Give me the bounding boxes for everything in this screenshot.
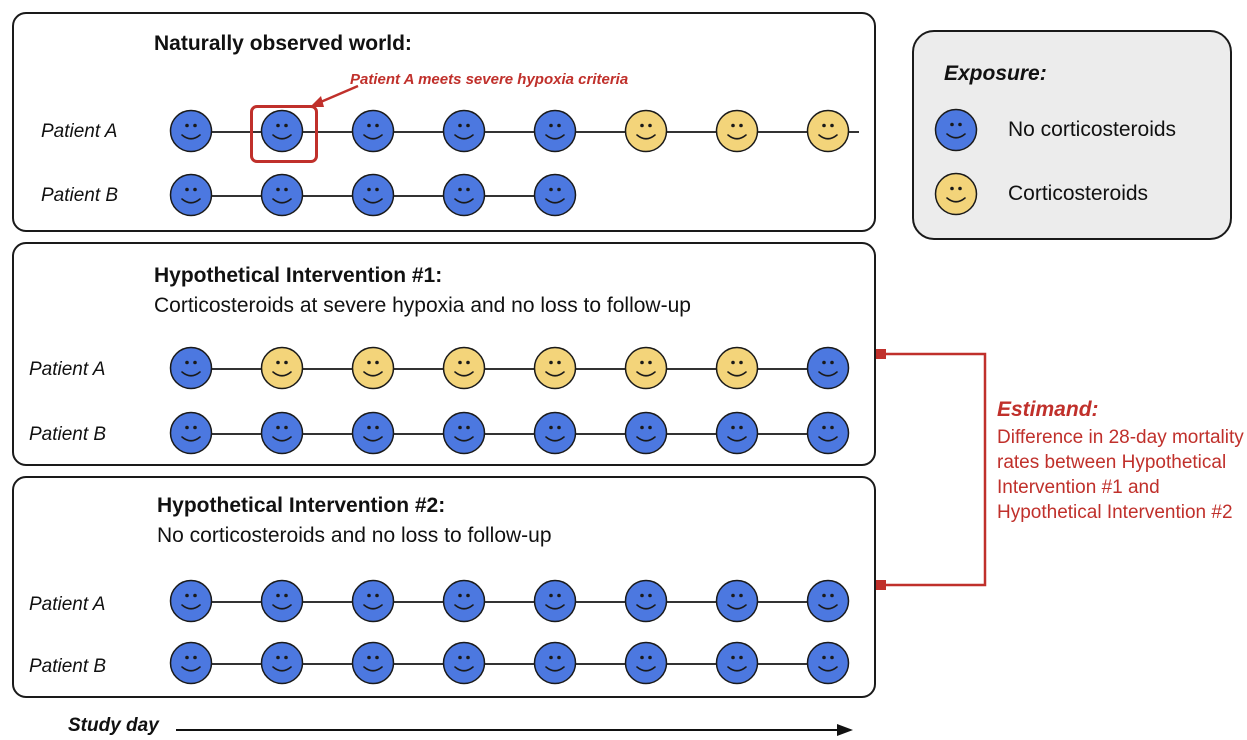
smiley-face-icon bbox=[260, 173, 304, 217]
highlight-box bbox=[250, 105, 318, 163]
smiley-face-icon bbox=[260, 109, 304, 153]
exposure-legend: Exposure: No corticosteroids Corticoster… bbox=[912, 30, 1232, 240]
smiley-face-icon bbox=[351, 109, 395, 153]
smiley-face-icon bbox=[806, 346, 850, 390]
smiley-face-icon bbox=[806, 411, 850, 455]
smiley-face-icon bbox=[624, 109, 668, 153]
smiley-face-icon bbox=[169, 579, 213, 623]
smiley-face-icon bbox=[169, 346, 213, 390]
smiley-face-icon bbox=[624, 579, 668, 623]
timeline-row bbox=[169, 411, 850, 457]
smiley-face-icon bbox=[624, 641, 668, 685]
smiley-face-icon bbox=[351, 173, 395, 217]
smiley-face-icon bbox=[934, 172, 978, 216]
smiley-face-icon bbox=[442, 109, 486, 153]
smiley-face-icon bbox=[169, 641, 213, 685]
annotation-arrow bbox=[310, 84, 359, 107]
smiley-face-icon bbox=[715, 641, 759, 685]
smiley-face-icon bbox=[169, 411, 213, 455]
smiley-face-icon bbox=[442, 411, 486, 455]
panel-intervention-2: Hypothetical Intervention #2: No cortico… bbox=[12, 476, 876, 698]
smiley-face-icon bbox=[260, 411, 304, 455]
smiley-face-icon bbox=[806, 579, 850, 623]
smiley-face-icon bbox=[624, 346, 668, 390]
panel-title: Hypothetical Intervention #1: bbox=[154, 264, 443, 287]
smiley-face-icon bbox=[715, 411, 759, 455]
smiley-face-icon bbox=[934, 108, 978, 152]
smiley-face-icon bbox=[533, 641, 577, 685]
smiley-face-icon bbox=[806, 641, 850, 685]
legend-label: No corticosteroids bbox=[1008, 118, 1177, 141]
panel-subtitle: Corticosteroids at severe hypoxia and no… bbox=[154, 294, 691, 317]
smiley-face-icon bbox=[533, 579, 577, 623]
smiley-face-icon bbox=[260, 579, 304, 623]
legend-title: Exposure: bbox=[944, 62, 1047, 85]
timeline-line bbox=[191, 601, 834, 603]
smiley-face-icon bbox=[533, 346, 577, 390]
smiley-face-icon bbox=[624, 411, 668, 455]
hypoxia-annotation: Patient A meets severe hypoxia criteria bbox=[350, 71, 629, 88]
timeline-line bbox=[191, 131, 859, 133]
study-day-arrow bbox=[176, 724, 853, 736]
smiley-face-icon bbox=[533, 109, 577, 153]
smiley-face-icon bbox=[533, 173, 577, 217]
timeline-line bbox=[191, 433, 834, 435]
panel-naturally-observed: Naturally observed world: Patient A meet… bbox=[12, 12, 876, 232]
legend-item-no-corticosteroids: No corticosteroids bbox=[934, 108, 1176, 154]
smiley-face-icon bbox=[442, 173, 486, 217]
smiley-face-icon bbox=[442, 346, 486, 390]
axis-label-study-day: Study day bbox=[68, 715, 159, 736]
smiley-face-icon bbox=[351, 346, 395, 390]
timeline-row bbox=[169, 173, 577, 219]
panel-subtitle: No corticosteroids and no loss to follow… bbox=[157, 524, 552, 547]
smiley-face-icon bbox=[351, 579, 395, 623]
legend-label: Corticosteroids bbox=[1008, 182, 1149, 205]
estimand-bracket bbox=[876, 349, 987, 590]
timeline-line bbox=[191, 368, 834, 370]
smiley-face-icon bbox=[715, 579, 759, 623]
timeline-row bbox=[169, 641, 850, 687]
smiley-face-icon bbox=[169, 173, 213, 217]
row-label-patient-a: Patient A bbox=[29, 594, 106, 615]
timeline-row bbox=[169, 579, 850, 625]
smiley-face-icon bbox=[715, 109, 759, 153]
panel-title: Hypothetical Intervention #2: bbox=[157, 494, 446, 517]
row-label-patient-a: Patient A bbox=[29, 359, 106, 380]
smiley-face-icon bbox=[351, 641, 395, 685]
panel-intervention-1: Hypothetical Intervention #1: Corticoste… bbox=[12, 242, 876, 466]
smiley-face-icon bbox=[715, 346, 759, 390]
timeline-row bbox=[169, 109, 859, 155]
smiley-face-icon bbox=[169, 109, 213, 153]
smiley-face-icon bbox=[806, 109, 850, 153]
estimand-title: Estimand: bbox=[997, 398, 1099, 421]
smiley-face-icon bbox=[533, 411, 577, 455]
smiley-face-icon bbox=[351, 411, 395, 455]
row-label-patient-a: Patient A bbox=[41, 121, 118, 142]
estimand-description: Difference in 28-day mortality rates bet… bbox=[997, 427, 1244, 523]
row-label-patient-b: Patient B bbox=[29, 424, 107, 445]
smiley-face-icon bbox=[442, 641, 486, 685]
row-label-patient-b: Patient B bbox=[29, 656, 107, 677]
smiley-face-icon bbox=[442, 579, 486, 623]
legend-item-corticosteroids: Corticosteroids bbox=[934, 172, 1148, 218]
panel-title: Naturally observed world: bbox=[154, 32, 412, 55]
timeline-row bbox=[169, 346, 850, 392]
smiley-face-icon bbox=[260, 346, 304, 390]
row-label-patient-b: Patient B bbox=[41, 185, 119, 206]
smiley-face-icon bbox=[260, 641, 304, 685]
timeline-line bbox=[191, 663, 834, 665]
